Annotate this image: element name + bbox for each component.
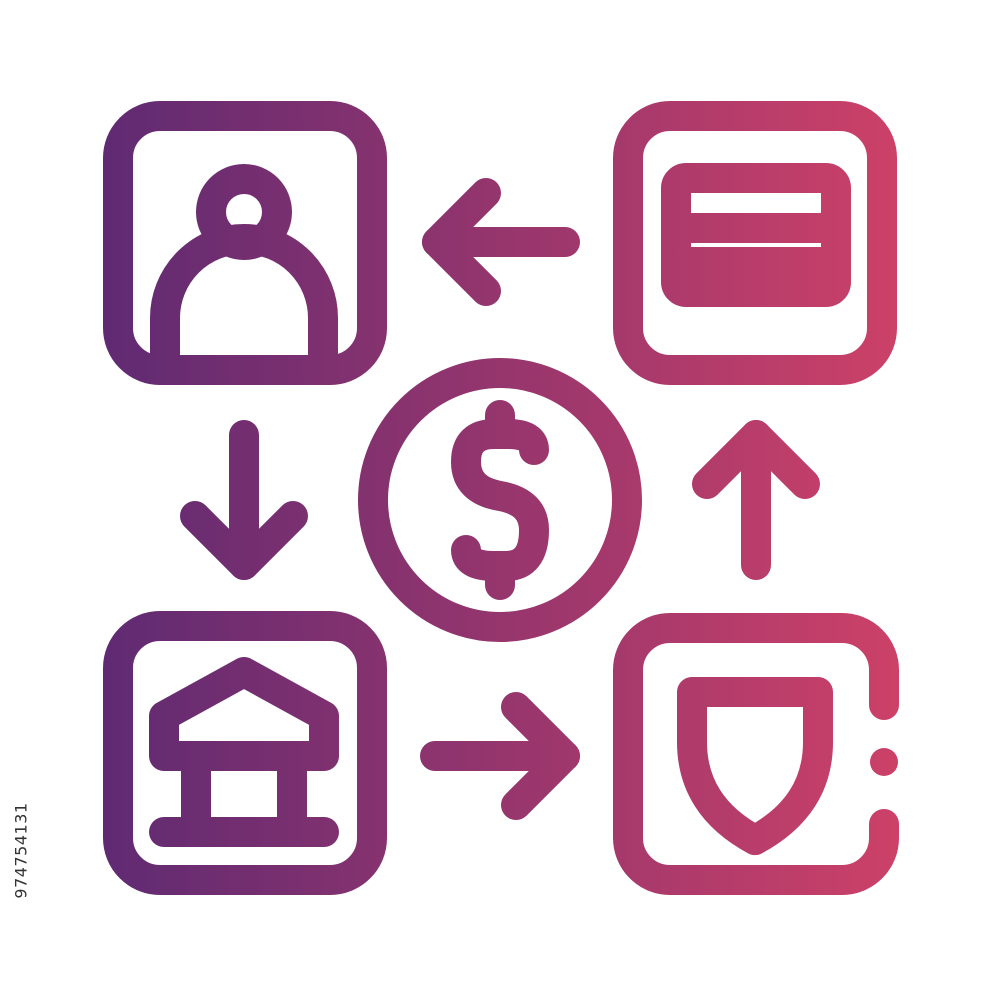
shield-tile: [613, 613, 899, 895]
dollar-sign-icon: [451, 400, 549, 600]
arrow-up-icon: [692, 420, 820, 580]
stock-id-text: 974754131: [11, 801, 31, 899]
arrow-left-icon: [422, 178, 580, 306]
stock-id-watermark: 974754131: [6, 770, 36, 930]
arrow-right-icon: [420, 692, 580, 820]
shield-tile-dot: [870, 748, 898, 776]
shield-icon: [677, 677, 833, 855]
person-icon: [150, 164, 338, 369]
shield-tile-frame: [613, 613, 899, 895]
person-tile: [103, 101, 387, 385]
bank-icon: [149, 657, 339, 847]
card-icon: [661, 163, 851, 307]
card-tile: [613, 101, 897, 385]
dollar-coin-icon: [358, 358, 642, 642]
arrow-down-icon: [180, 420, 308, 580]
bank-tile: [103, 611, 387, 895]
